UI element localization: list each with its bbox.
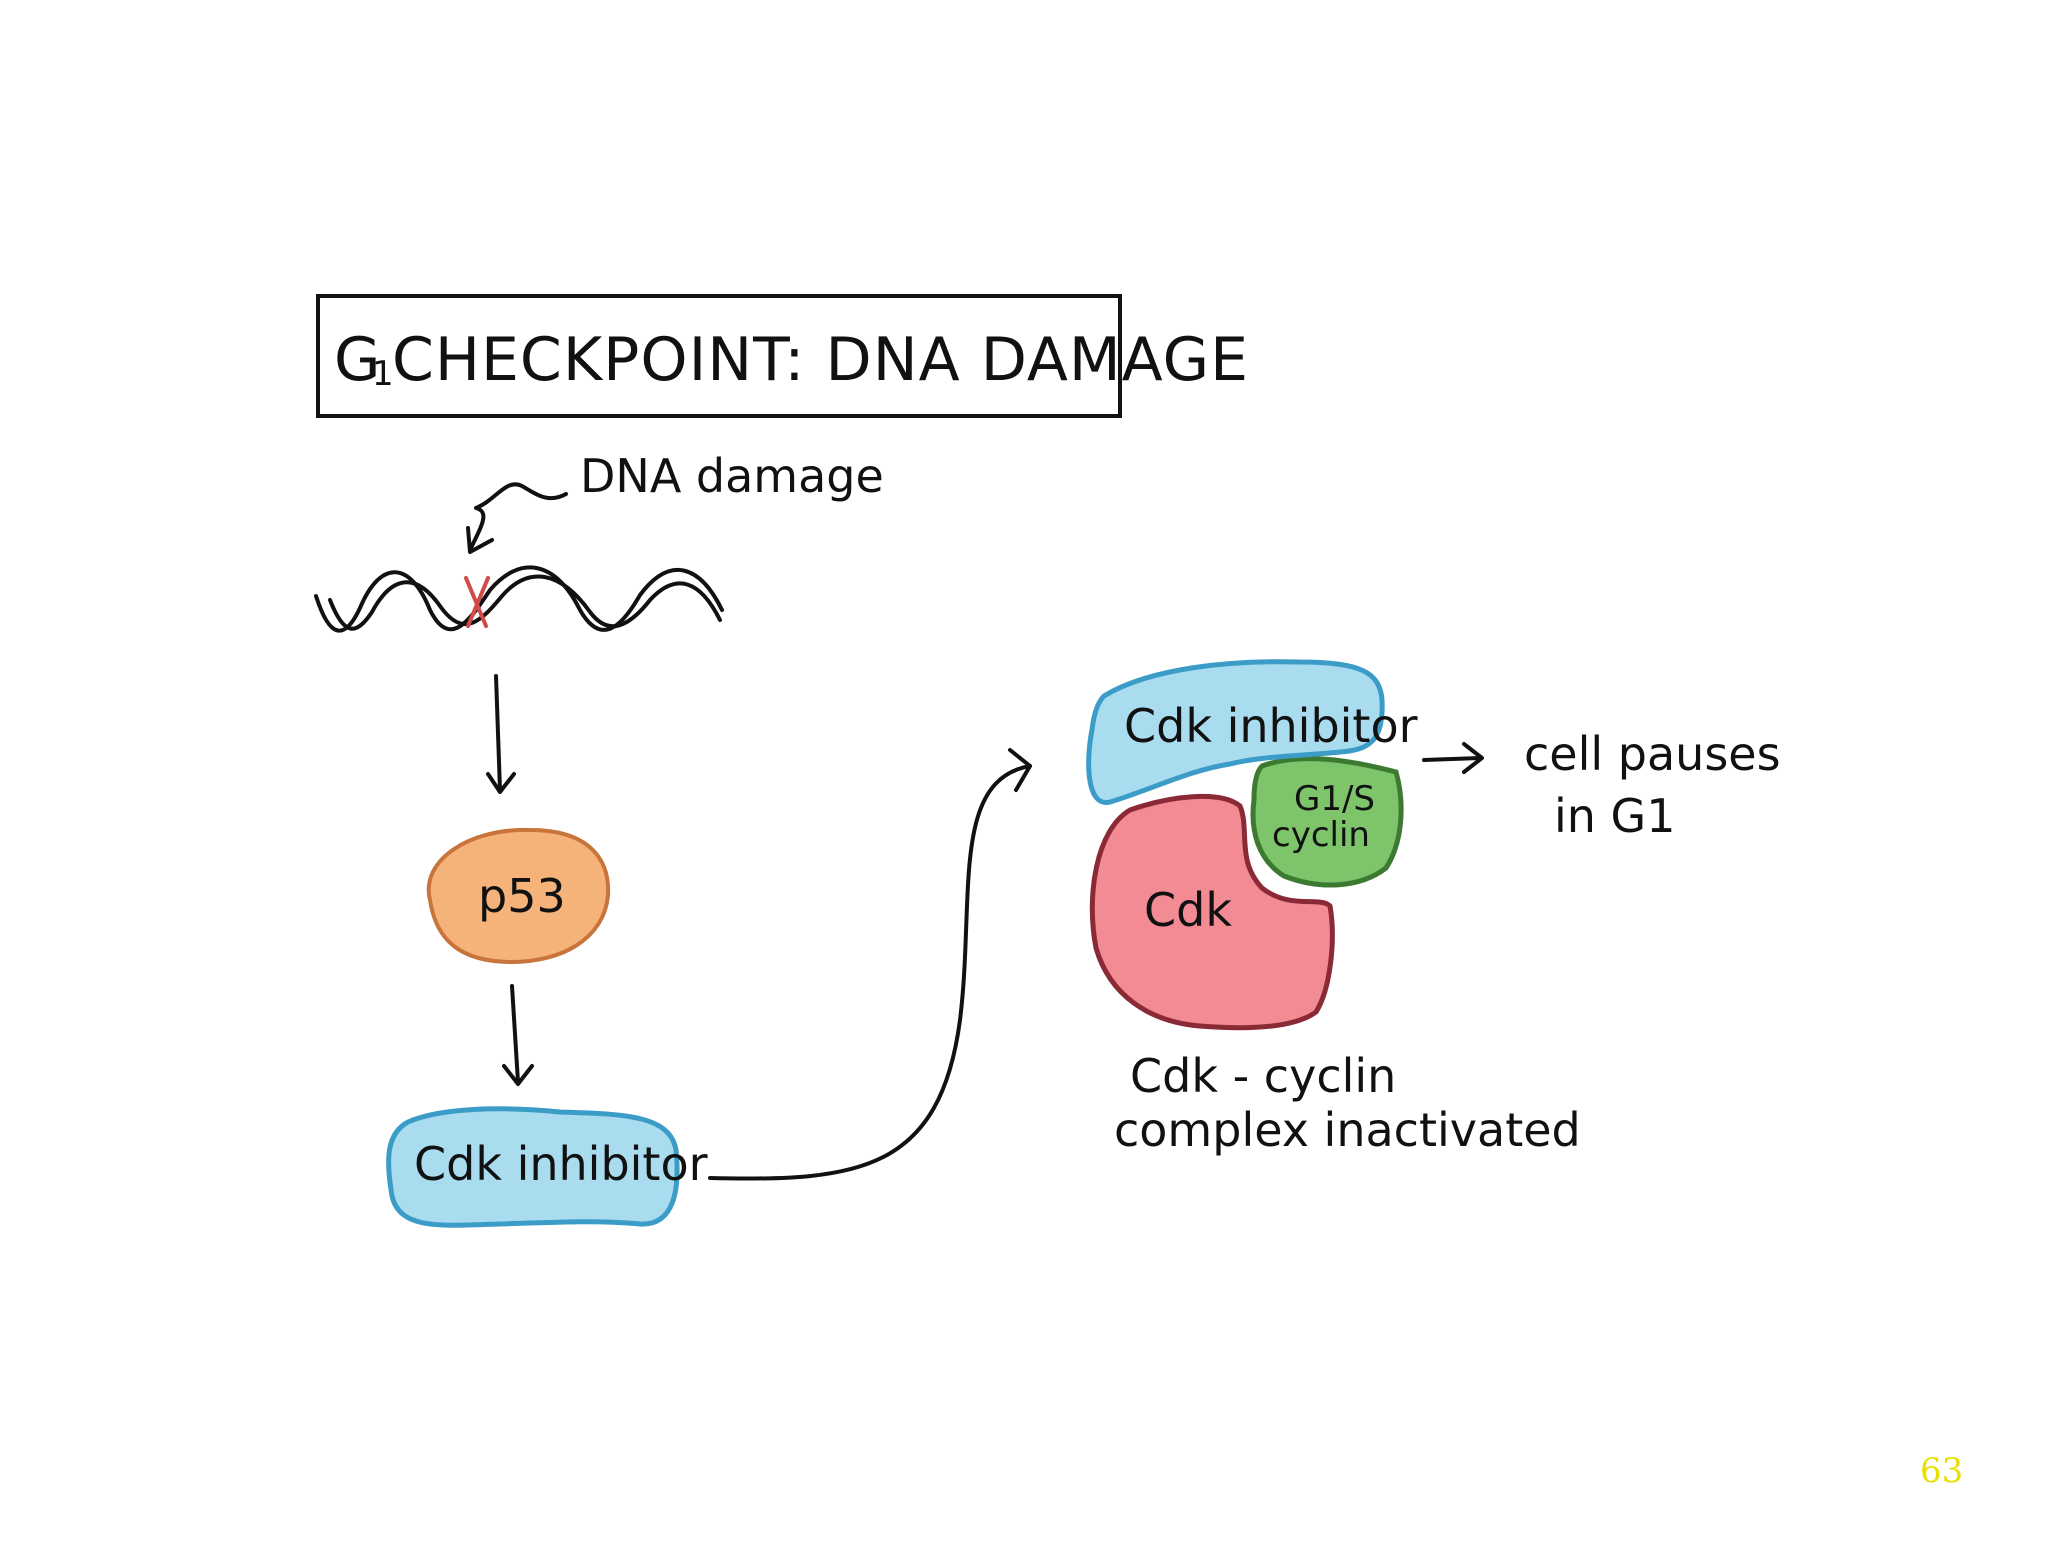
gs-cyclin-node: G1/S cyclin <box>1250 756 1404 888</box>
damage-mark-icon <box>464 576 490 628</box>
title-subscript: 1 <box>372 354 394 394</box>
p53-shape <box>426 827 611 965</box>
dna-damage-arrowhead <box>466 526 494 554</box>
cdk-label: Cdk <box>1144 883 1232 937</box>
cdk-inhibitor-complex-shape <box>1086 659 1385 805</box>
cdk-inhibitor-bottom-label: Cdk inhibitor <box>414 1137 708 1191</box>
dna-damage-label: DNA damage <box>580 449 884 503</box>
gs-cyclin-label-line1: G1/S <box>1294 779 1375 819</box>
arrow-inhibitor-to-complex-head <box>1008 748 1032 792</box>
arrow-complex-to-outcome-head <box>1462 742 1484 774</box>
title-prefix: G <box>334 325 382 395</box>
p53-node: p53 <box>426 827 611 965</box>
p53-label: p53 <box>478 869 566 923</box>
arrow-complex-to-outcome <box>1422 756 1482 762</box>
gs-cyclin-shape <box>1250 756 1404 888</box>
cdk-inhibitor-complex-node: Cdk inhibitor <box>1086 659 1418 805</box>
gs-cyclin-label-line2: cyclin <box>1272 815 1370 855</box>
arrow-p53-to-inhibitor <box>510 984 520 1084</box>
dna-helix <box>314 565 724 633</box>
complex-caption-line2: complex inactivated <box>1114 1103 1581 1157</box>
cdk-node: Cdk <box>1089 794 1335 1031</box>
title-border <box>316 294 1122 418</box>
arrow-p53-to-inhibitor-head <box>502 1064 534 1086</box>
page-number: 63 <box>1920 1451 1963 1491</box>
outcome-line2: in G1 <box>1554 789 1675 843</box>
complex-caption-line1: Cdk - cyclin <box>1130 1049 1396 1103</box>
cdk-inhibitor-bottom-shape <box>386 1106 680 1228</box>
page-title: CHECKPOINT: DNA DAMAGE <box>392 325 1249 395</box>
cdk-shape <box>1089 794 1335 1031</box>
cdk-inhibitor-bottom-node: Cdk inhibitor <box>386 1106 708 1228</box>
arrow-dna-to-p53-head <box>486 772 516 794</box>
outcome-line1: cell pauses <box>1524 727 1781 781</box>
arrow-dna-to-p53 <box>494 674 502 792</box>
cdk-inhibitor-complex-label: Cdk inhibitor <box>1124 699 1418 753</box>
arrow-inhibitor-to-complex <box>708 764 1032 1181</box>
title-box: G 1 CHECKPOINT: DNA DAMAGE <box>316 294 1249 418</box>
dna-damage-pointer-arrow <box>468 482 568 552</box>
